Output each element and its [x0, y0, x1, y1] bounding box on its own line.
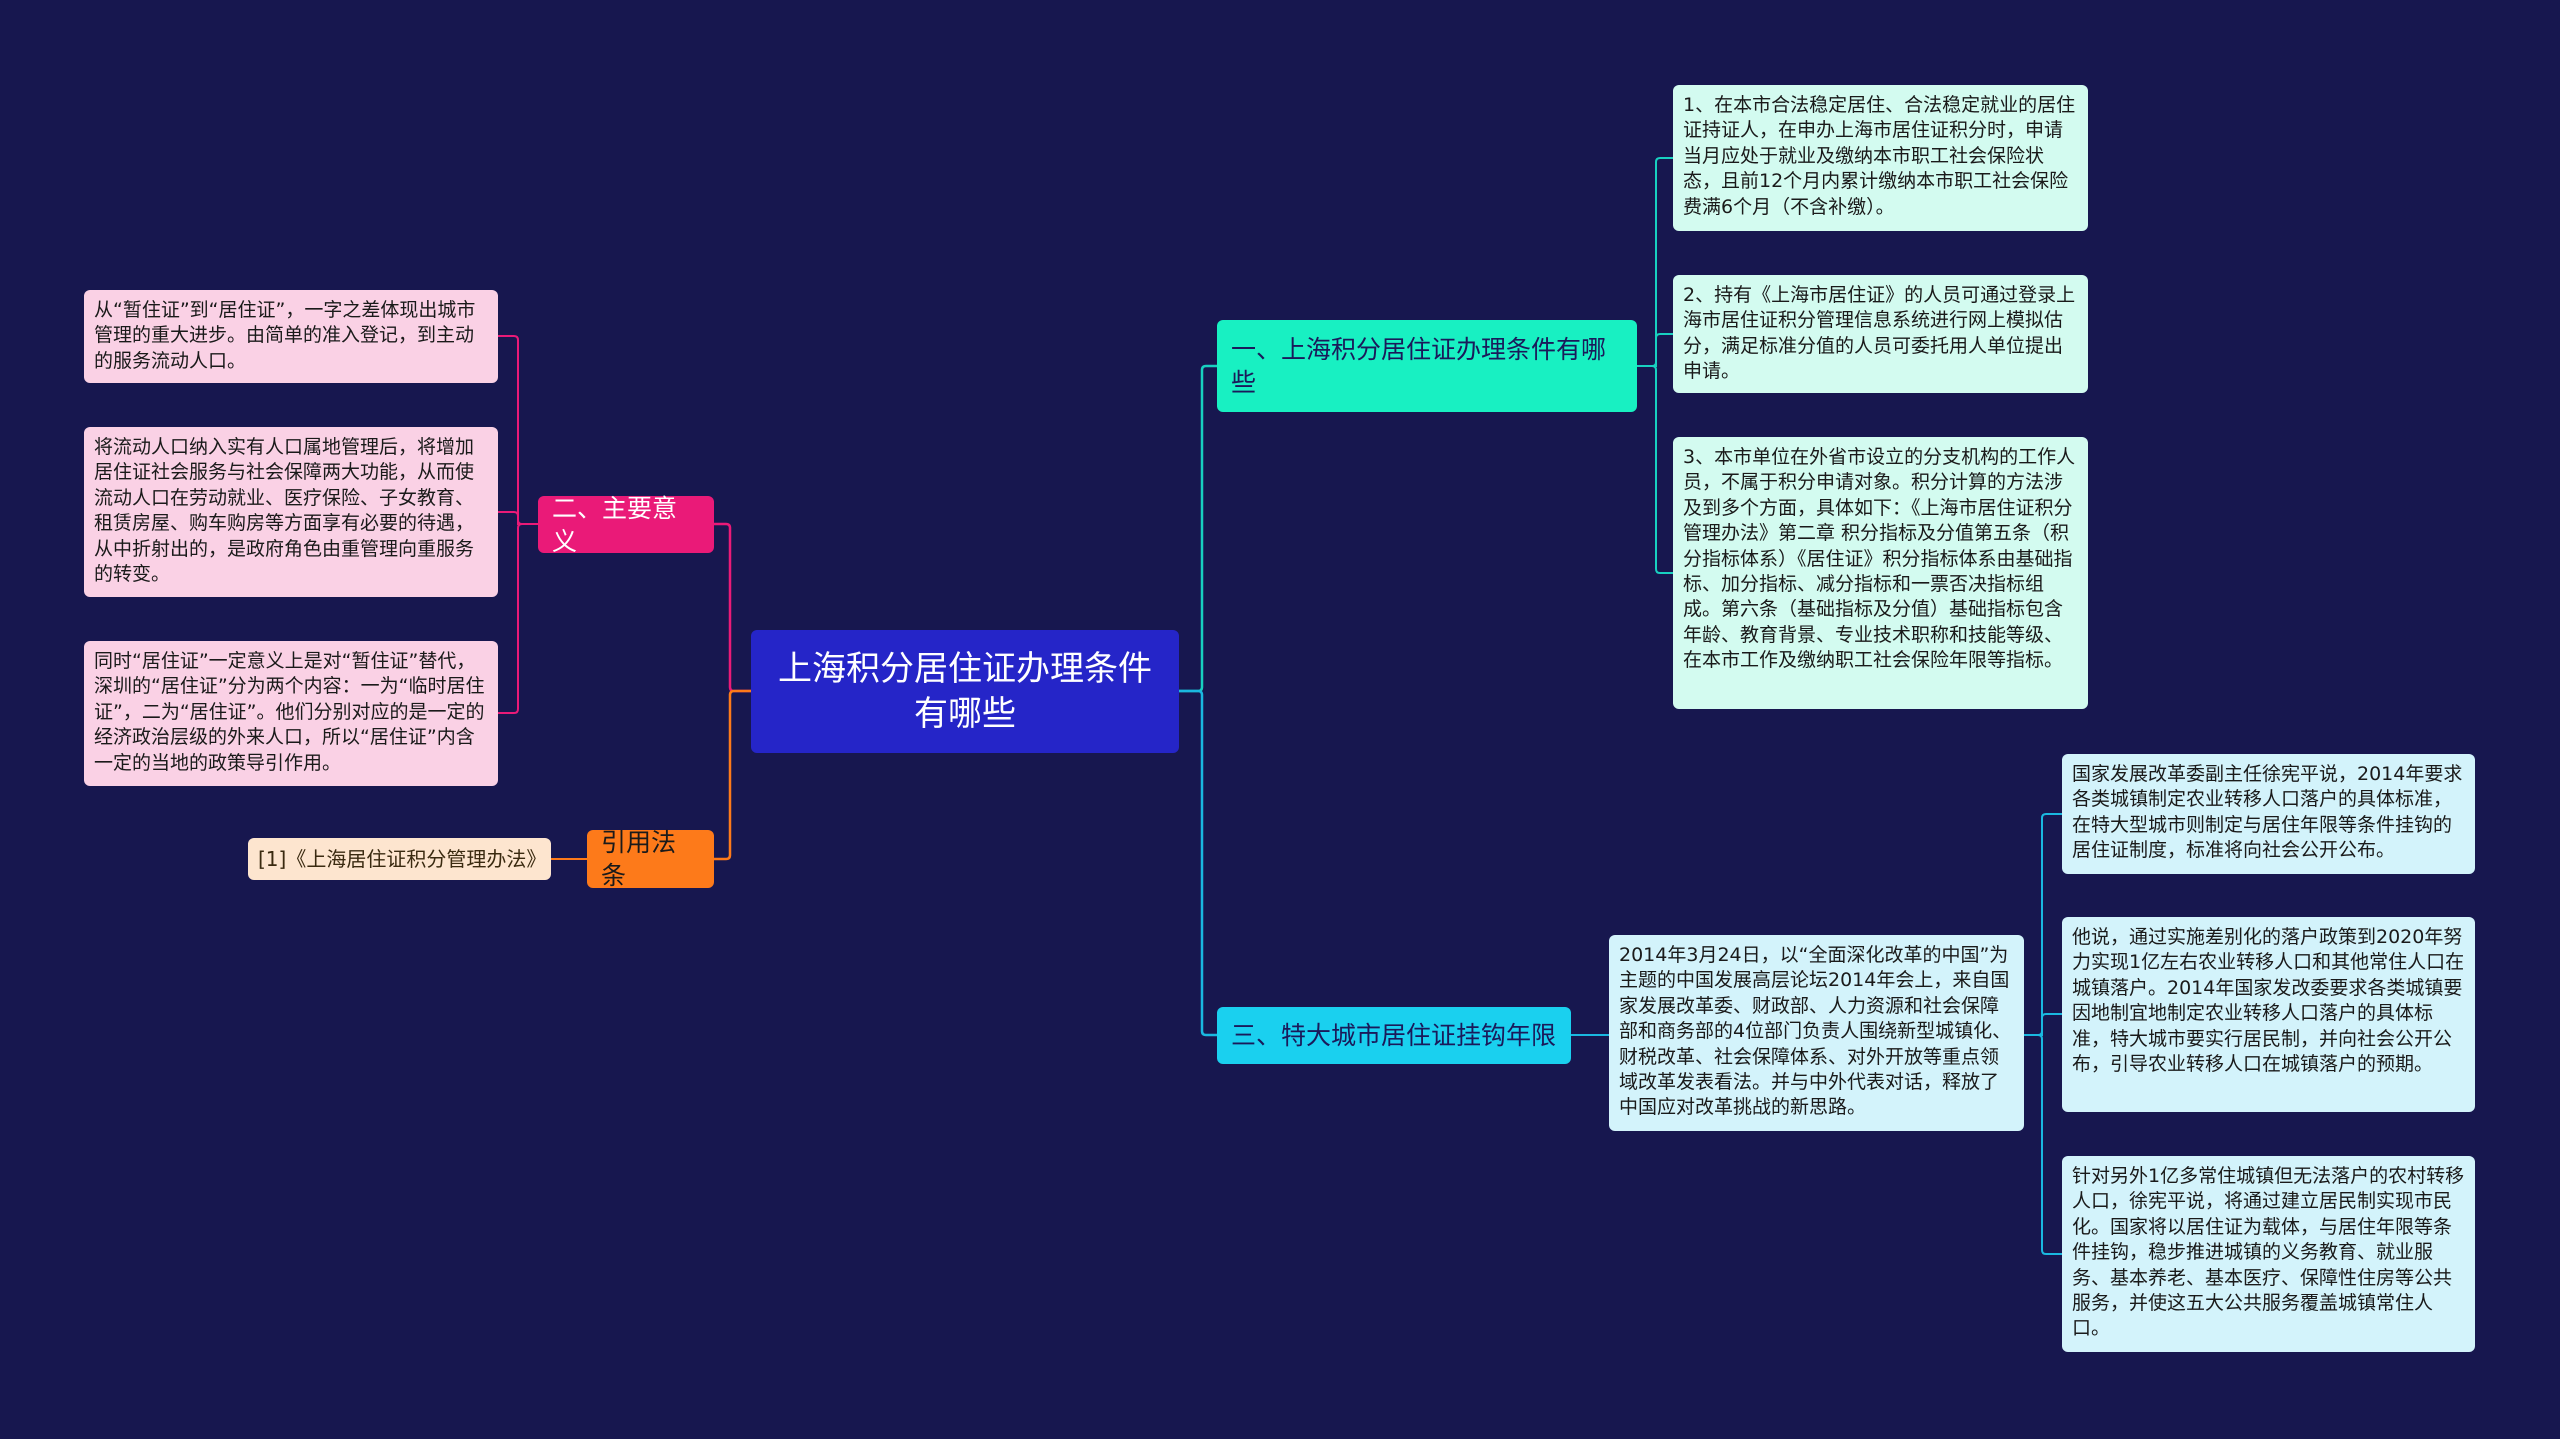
- branch-megacity-residence[interactable]: 三、特大城市居住证挂钩年限: [1217, 1007, 1571, 1064]
- branch-conditions[interactable]: 一、上海积分居住证办理条件有哪些: [1217, 320, 1637, 412]
- significance-leaf-2[interactable]: 将流动人口纳入实有人口属地管理后，将增加居住证社会服务与社会保障两大功能，从而使…: [84, 427, 498, 597]
- branch-significance[interactable]: 二、主要意义: [538, 494, 714, 556]
- link-b2-l2b: [498, 511, 538, 525]
- link-b1-l1b: [1637, 333, 1673, 367]
- link-l3m-l3c: [2024, 1034, 2062, 1255]
- branch-conditions-label: 一、上海积分居住证办理条件有哪些: [1231, 335, 1607, 397]
- link-l3m-l3b: [2024, 1013, 2062, 1036]
- conditions-leaf-3[interactable]: 3、本市单位在外省市设立的分支机构的工作人员，不属于积分申请对象。积分计算的方法…: [1673, 437, 2088, 709]
- megacity-leaf-2[interactable]: 他说，通过实施差别化的落户政策到2020年努力实现1亿左右农业转移人口和其他常住…: [2062, 917, 2475, 1112]
- branch-citations-label: 引用法条: [601, 828, 677, 890]
- megacity-leaf-1[interactable]: 国家发展改革委副主任徐宪平说，2014年要求各类城镇制定农业转移人口落户的具体标…: [2062, 754, 2475, 874]
- branch-citations[interactable]: 引用法条: [587, 828, 714, 890]
- citation-leaf-1-text: [1]《上海居住证积分管理办法》: [258, 847, 547, 871]
- conditions-leaf-2[interactable]: 2、持有《上海市居住证》的人员可通过登录上海市居住证积分管理信息系统进行网上模拟…: [1673, 275, 2088, 393]
- link-root-b1: [1179, 364, 1217, 693]
- conditions-leaf-1[interactable]: 1、在本市合法稳定居住、合法稳定就业的居住证持证人，在申办上海市居住证积分时，申…: [1673, 85, 2088, 231]
- significance-leaf-1[interactable]: 从“暂住证”到“居住证”，一字之差体现出城市管理的重大进步。由简单的准入登记，到…: [84, 290, 498, 383]
- significance-leaf-3[interactable]: 同时“居住证”一定意义上是对“暂住证”替代，深圳的“居住证”分为两个内容：一为“…: [84, 641, 498, 786]
- link-root-b3: [1179, 689, 1217, 1037]
- link-root-b2: [714, 522, 751, 693]
- citation-leaf-1[interactable]: [1]《上海居住证积分管理办法》: [248, 838, 551, 880]
- root-topic-label: 上海积分居住证办理条件有哪些: [778, 648, 1152, 734]
- link-b1-l1c: [1637, 365, 1673, 574]
- megacity-leaf-3[interactable]: 针对另外1亿多常住城镇但无法落户的农村转移人口，徐宪平说，将通过建立居民制实现市…: [2062, 1156, 2475, 1352]
- branch-megacity-residence-label: 三、特大城市居住证挂钩年限: [1231, 1021, 1557, 1050]
- link-l3m-l3a: [2024, 813, 2062, 1036]
- link-b2-l2c: [498, 523, 538, 714]
- branch-significance-label: 二、主要意义: [552, 493, 678, 556]
- link-b2-l2a: [498, 335, 538, 525]
- link-root-b4: [714, 689, 751, 861]
- root-topic[interactable]: 上海积分居住证办理条件有哪些: [751, 630, 1179, 753]
- megacity-middle-node[interactable]: 2014年3月24日，以“全面深化改革的中国”为主题的中国发展高层论坛2014年…: [1609, 935, 2024, 1131]
